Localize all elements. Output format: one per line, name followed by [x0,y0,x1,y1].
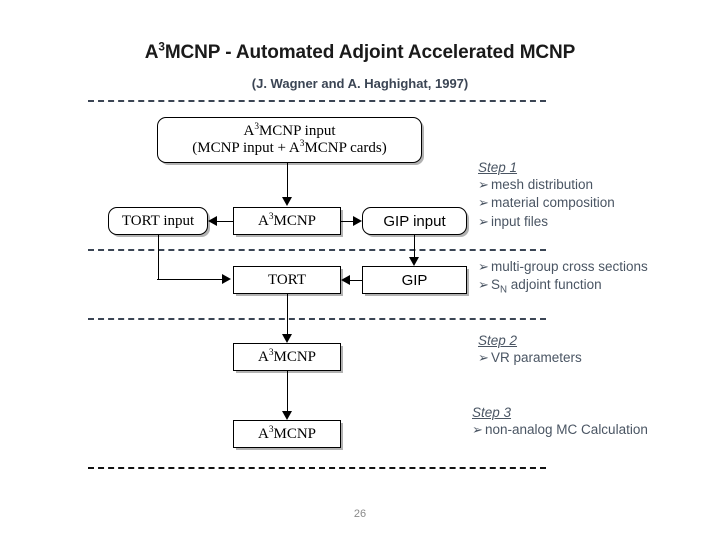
arrowhead-tort-input-to-tort [222,274,231,284]
connector-a3mcnp-step2-to-step3 [287,371,288,413]
flow-box-gip-input-label: GIP input [383,212,446,230]
page-number: 26 [353,508,367,520]
flow-box-tort-input[interactable]: TORT input [108,207,208,235]
note-group-cross-sections: ➢ multi-group cross sections ➢ SN adjoin… [478,258,648,297]
page-title-pre: A [144,42,159,63]
note-heading-step-1: Step 1 [478,160,518,175]
note-group-step-2: Step 2 ➢ VR parameters [478,333,582,367]
note-item-label: input files [491,213,549,229]
flow-box-a3mcnp-step2[interactable]: A3MCNP [233,343,341,371]
bullet-icon: ➢ [478,350,489,365]
flow-box-tort-input-label: TORT input [121,212,195,229]
bullet-icon: ➢ [478,277,489,293]
connector-tort-input-down [158,235,159,280]
separator-line-1 [88,100,546,102]
flow-box-tort-label: TORT [268,271,306,288]
flow-box-a3mcnp-step1[interactable]: A3MCNP [233,207,341,235]
note-item-label: multi-group cross sections [491,259,648,274]
flow-box-tort[interactable]: TORT [233,266,341,294]
note-item-multi-group-cross-sections: ➢ multi-group cross sections [478,258,648,276]
note-item-material-composition: ➢ material composition [478,194,615,212]
note-item-label: SN adjoint function [491,277,602,297]
separator-line-3 [88,318,546,320]
note-item-input-files: ➢ input files [478,213,615,231]
note-item-mesh-distribution: ➢ mesh distribution [478,176,615,194]
page-title-superscript: 3 [158,40,165,54]
bullet-icon: ➢ [478,195,489,211]
note-group-step-1: Step 1 ➢ mesh distribution ➢ material co… [478,160,615,231]
connector-tort-input-right [157,279,223,280]
separator-line-2 [88,249,546,251]
flow-box-gip-input[interactable]: GIP input [362,207,467,235]
flow-box-a3mcnp-input[interactable]: A3MCNP input (MCNP input + A3MCNP cards) [157,117,422,163]
note-item-label: non-analog MC Calculation [485,422,648,437]
flow-box-gip[interactable]: GIP [362,266,467,294]
flow-box-a3mcnp-step2-label: A3MCNP [257,347,317,365]
note-item-label: mesh distribution [491,177,594,192]
connector-gip-to-tort [349,280,362,281]
page-title-post: MCNP - Automated Adjoint Accelerated MCN… [164,42,576,63]
arrowhead-gip-to-tort [341,275,350,285]
bullet-icon: ➢ [478,213,489,229]
arrowhead-a3mcnp-to-tort-input [208,216,217,226]
bullet-icon: ➢ [478,177,489,192]
bullet-icon: ➢ [478,259,489,274]
flow-box-gip-label: GIP [401,271,428,289]
note-item-non-analog-mc-calculation: ➢ non-analog MC Calculation [472,421,648,439]
note-item-label: VR parameters [491,350,582,365]
connector-a3mcnp-to-gip-input [341,221,354,222]
flow-box-a3mcnp-step3[interactable]: A3MCNP [233,420,341,448]
arrowhead-a3mcnp-to-gip-input [353,216,362,226]
connector-a3mcnp-to-tort-input [216,221,233,222]
note-heading-step-2: Step 2 [478,333,518,348]
flow-box-a3mcnp-step3-label: A3MCNP [257,424,317,442]
bullet-icon: ➢ [472,422,483,437]
page-title: A3MCNP - Automated Adjoint Accelerated M… [0,40,720,64]
arrowhead-input-to-a3mcnp [282,197,292,206]
note-item-vr-parameters: ➢ VR parameters [478,349,582,367]
separator-line-4 [88,467,546,469]
note-item-sn-adjoint-function: ➢ SN adjoint function [478,276,648,297]
connector-input-to-a3mcnp [287,163,288,198]
arrowhead-tort-to-a3mcnp-step2 [282,334,292,343]
note-item-label: material composition [491,195,615,211]
flow-box-a3mcnp-input-line2: (MCNP input + A3MCNP cards) [192,139,387,156]
flow-box-a3mcnp-step1-label: A3MCNP [257,211,317,229]
connector-tort-to-a3mcnp-step2 [287,294,288,336]
connector-gip-input-to-gip [414,235,415,259]
note-group-step-3: Step 3 ➢ non-analog MC Calculation [472,405,648,439]
flow-box-a3mcnp-input-line1: A3MCNP input [243,122,336,140]
note-heading-step-3: Step 3 [472,405,512,420]
page-subtitle: (J. Wagner and A. Haghighat, 1997) [251,76,469,91]
arrowhead-a3mcnp-step2-to-step3 [282,411,292,420]
arrowhead-gip-input-to-gip [409,257,419,266]
